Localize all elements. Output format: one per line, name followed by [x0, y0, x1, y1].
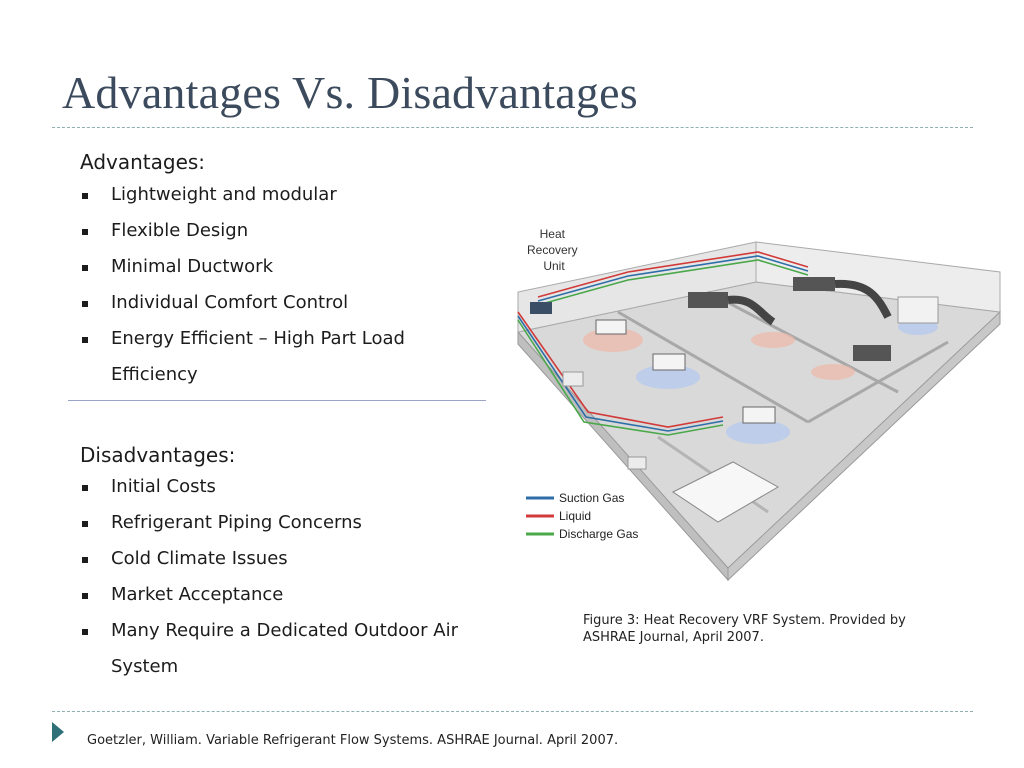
suction-gas-pipe	[517, 315, 724, 432]
bullet-icon	[82, 521, 88, 527]
liquid-pipe	[537, 251, 809, 298]
figure-caption: Figure 3: Heat Recovery VRF System. Prov…	[583, 613, 906, 645]
heat-recovery-unit-label: Heat Recovery Unit	[527, 227, 581, 273]
conference-table	[672, 461, 780, 523]
list-item: Minimal Ductwork	[80, 249, 500, 285]
bullet-icon	[82, 593, 88, 599]
pipe-legend: Suction Gas Liquid Discharge Gas	[526, 491, 638, 541]
list-item: Individual Comfort Control	[80, 285, 500, 321]
indoor-cassette-unit	[595, 319, 627, 335]
play-arrow-icon	[52, 722, 64, 742]
ducted-indoor-unit	[853, 345, 891, 361]
disadvantages-heading: Disadvantages:	[80, 443, 236, 467]
bullet-icon	[82, 629, 88, 635]
heat-recovery-unit	[530, 302, 552, 314]
ducted-indoor-unit	[793, 277, 835, 291]
bullet-icon	[82, 265, 88, 271]
footer-divider	[52, 711, 973, 712]
list-item: Lightweight and modular	[80, 177, 500, 213]
duct	[727, 295, 776, 326]
legend-label: Suction Gas	[559, 491, 624, 505]
legend-label: Discharge Gas	[559, 527, 638, 541]
title-divider	[52, 127, 973, 128]
list-item: Many Require a Dedicated Outdoor Air Sys…	[80, 613, 501, 685]
ducted-indoor-unit	[688, 292, 728, 308]
list-item: Energy Efficient – High Part Load Effici…	[80, 321, 441, 393]
duct	[834, 279, 892, 319]
discharge-gas-pipe	[537, 259, 809, 306]
section-divider	[68, 400, 486, 401]
legend-label: Liquid	[559, 509, 591, 523]
list-item: Cold Climate Issues	[80, 541, 500, 577]
vrf-system-diagram: Heat Recovery Unit Suction Gas Liquid Di…	[517, 227, 1002, 582]
shelving	[897, 296, 939, 324]
cool-airflow	[726, 420, 790, 444]
disadvantages-list: Initial Costs Refrigerant Piping Concern…	[80, 469, 500, 685]
warm-airflow	[811, 364, 855, 380]
partition-wall	[617, 310, 809, 424]
warm-airflow	[751, 332, 795, 348]
suction-gas-pipe	[537, 255, 809, 302]
liquid-pipe	[517, 311, 724, 428]
list-item: Initial Costs	[80, 469, 500, 505]
list-item: Market Acceptance	[80, 577, 500, 613]
footer-citation: Goetzler, William. Variable Refrigerant …	[87, 733, 619, 748]
bullet-icon	[82, 557, 88, 563]
bullet-icon	[82, 485, 88, 491]
partition-wall	[707, 290, 899, 394]
cool-airflow	[636, 365, 700, 389]
bullet-icon	[82, 301, 88, 307]
desk	[627, 456, 647, 470]
advantages-heading: Advantages:	[80, 150, 206, 174]
indoor-cassette-unit	[652, 353, 686, 371]
bullet-icon	[82, 193, 88, 199]
list-item: Refrigerant Piping Concerns	[80, 505, 500, 541]
discharge-gas-pipe	[517, 319, 724, 436]
desk	[562, 371, 584, 387]
indoor-cassette-unit	[742, 406, 776, 424]
bullet-icon	[82, 229, 88, 235]
slide-title: Advantages Vs. Disadvantages	[62, 67, 638, 118]
partition-wall	[807, 340, 949, 424]
list-item: Flexible Design	[80, 213, 500, 249]
advantages-list: Lightweight and modular Flexible Design …	[80, 177, 500, 393]
bullet-icon	[82, 337, 88, 343]
